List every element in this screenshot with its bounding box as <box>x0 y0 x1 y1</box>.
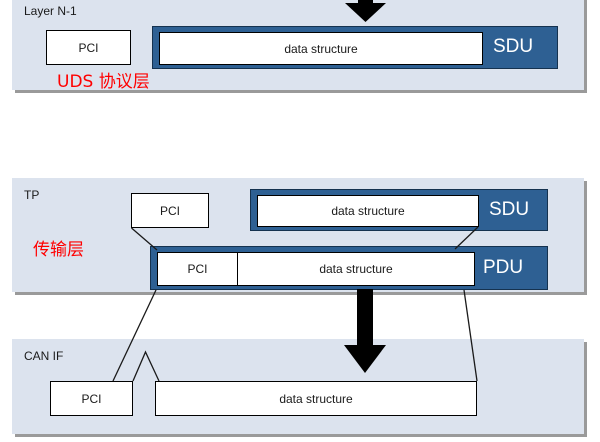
layer-n-1-pci-box: PCI <box>46 30 131 65</box>
layer-n-1-data-structure-box: data structure <box>159 32 483 65</box>
tp-pdu-pci-label: PCI <box>187 262 208 276</box>
tp-sdu-data-structure-label: data structure <box>331 204 405 218</box>
can-if-pci-label: PCI <box>81 391 102 406</box>
can-if-data-structure-label: data structure <box>279 391 353 406</box>
tp-pdu-box: PCI data structure PDU <box>150 246 548 290</box>
panel-title-can-if: CAN IF <box>24 349 64 363</box>
can-if-pci-box: PCI <box>50 381 133 416</box>
can-if-data-structure-box: data structure <box>155 381 477 416</box>
layer-n-1-data-structure-label: data structure <box>284 41 358 56</box>
tp-pdu-label: PDU <box>483 257 524 278</box>
panel-title-layer-n-1: Layer N-1 <box>24 4 77 18</box>
layer-n-1-pci-label: PCI <box>78 40 99 55</box>
panel-title-tp: TP <box>24 188 40 202</box>
tp-pdu-inner-box: PCI data structure <box>157 252 475 286</box>
tp-pdu-data-structure-segment: data structure <box>238 253 474 285</box>
layer-n-1-sdu-label: SDU <box>493 36 534 57</box>
annotation-transport-layer: 传输层 <box>33 240 84 260</box>
tp-sdu-data-structure-box: data structure <box>257 195 479 227</box>
tp-pci-box: PCI <box>131 193 209 228</box>
tp-sdu-label: SDU <box>489 199 530 220</box>
layer-n-1-sdu-box: data structure SDU <box>152 26 558 69</box>
annotation-uds-layer: UDS 协议层 <box>57 72 150 92</box>
tp-pdu-data-structure-label: data structure <box>319 262 393 276</box>
tp-pci-label: PCI <box>159 203 180 218</box>
tp-pdu-pci-segment: PCI <box>158 253 238 285</box>
tp-sdu-box: data structure SDU <box>250 189 548 231</box>
